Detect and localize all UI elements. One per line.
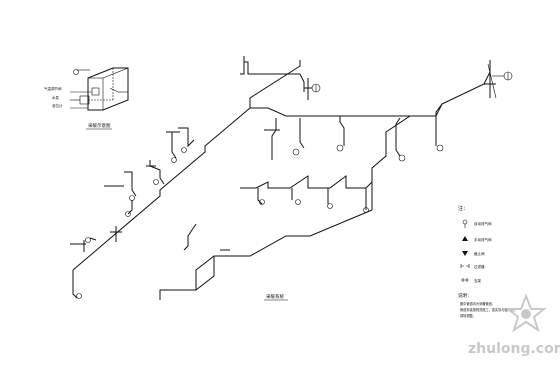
legend-heading: 注：	[458, 205, 468, 212]
legend-item-2: 手动排气阀	[462, 236, 492, 242]
note-line-1: 图中管道均为采暖管道，	[460, 301, 495, 306]
detail-title: 采暖示意图	[88, 122, 111, 129]
legend-item-5: 支架	[461, 278, 482, 283]
check-valve-icon	[462, 251, 468, 256]
legend-item-1: 自动排气阀	[462, 219, 492, 228]
double-arrow-icon	[460, 264, 470, 268]
detail-label-3: 液位计	[52, 103, 63, 108]
detail-label-1: 气温调节阀	[44, 86, 62, 91]
legend-label-2: 手动排气阀	[474, 237, 492, 242]
note-line-3: 现场调整。	[460, 313, 476, 318]
triangle-icon	[462, 236, 468, 241]
legend-label-4: 过滤器	[474, 264, 485, 269]
system-title: 采暖系统	[266, 293, 284, 300]
legend-label-3: 截止阀	[474, 251, 485, 256]
filter-icon	[461, 278, 469, 282]
legend-item-4: 过滤器	[460, 264, 485, 269]
notes-heading: 说明：	[458, 292, 472, 299]
note-line-2: 管道安装按规范施工，如实际与图不符，	[460, 307, 517, 312]
legend-item-3: 截止阀	[462, 251, 485, 256]
watermark: zhulong.com	[468, 293, 560, 357]
equipment-detail: 气温调节阀 水泵 液位计 采暖示意图	[44, 67, 129, 130]
watermark-logo-icon	[505, 293, 547, 333]
detail-label-2: 水泵	[52, 95, 59, 100]
watermark-text: zhulong.com	[468, 341, 560, 357]
legend-label-1: 自动排气阀	[474, 221, 492, 226]
legend-label-5: 支架	[474, 278, 482, 283]
legend: 注： 自动排气阀 手动排气阀 截止阀 过滤器 支架 说明： 图中管道均为采暖管道…	[458, 205, 517, 318]
valve-circle-icon	[462, 219, 468, 225]
pipe-network: 采暖系统	[70, 56, 513, 301]
